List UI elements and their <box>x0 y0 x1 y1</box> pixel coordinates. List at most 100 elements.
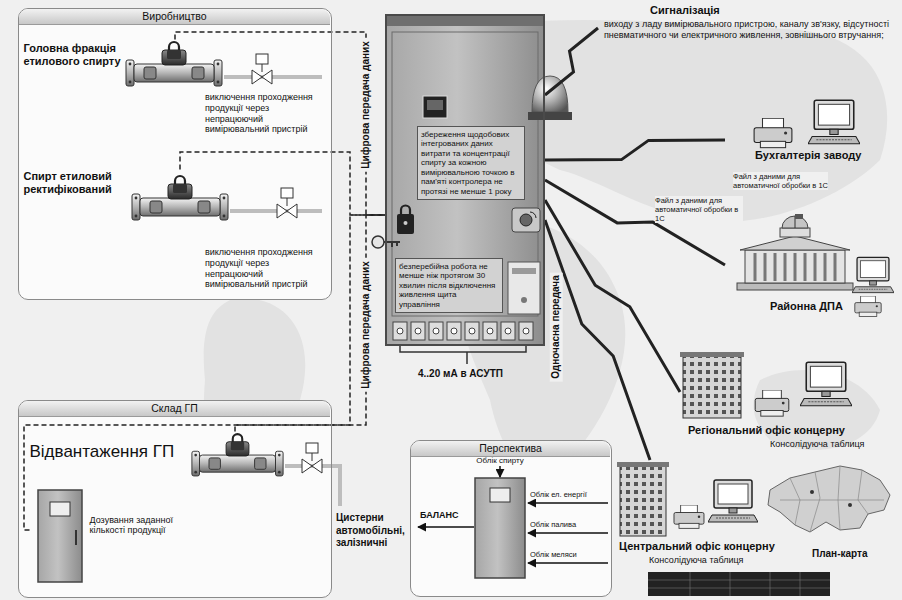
panel-heading: Склад ГП <box>19 401 330 417</box>
control-cabinet <box>393 322 533 340</box>
control-cabinet <box>501 322 515 340</box>
control-cabinet <box>397 328 529 334</box>
note-text-slot: виключення проходження продукції через н… <box>205 247 317 290</box>
flowmeter-unit: Спирт етиловий ректифікований <box>24 170 234 228</box>
country-map <box>810 490 814 494</box>
control-cabinet <box>385 14 545 346</box>
pipeline <box>126 42 322 86</box>
panel-ground <box>18 400 332 598</box>
panel-heading-slot: Виробництво <box>19 9 330 25</box>
cabinet-note: збереження щодобових інтегрованих даних … <box>417 126 525 200</box>
panel-ground <box>410 440 612 597</box>
site-name-slot: Консолідуюча таблиця <box>649 555 789 566</box>
control-cabinet <box>427 100 443 110</box>
dosing-cabinet <box>50 502 70 516</box>
radio-link <box>545 140 725 160</box>
dosing-cabinet <box>38 490 82 582</box>
pipeline <box>302 443 322 473</box>
site-name: Консолідуюча таблиця <box>770 439 890 450</box>
control-cabinet <box>392 32 538 316</box>
input-label-slot: Облік спирту <box>462 456 538 466</box>
office-building <box>708 480 758 522</box>
government-building <box>852 257 894 292</box>
alarm-text: Сигналізація <box>650 4 850 18</box>
data-link <box>24 215 385 530</box>
dosing-cabinet <box>38 490 82 582</box>
pipeline <box>277 188 297 218</box>
country-map <box>848 503 852 507</box>
country-map <box>780 466 884 532</box>
government-building <box>745 250 845 283</box>
balance-cabinet <box>499 466 501 477</box>
input-label-slot: Облік палива <box>530 520 610 529</box>
office-building <box>617 462 669 467</box>
meter-name: Спирт етиловий ректифікований <box>24 170 128 198</box>
site-name: Центральний офіс концерну <box>619 540 799 554</box>
control-cabinet <box>433 328 439 334</box>
balance-cabinet <box>418 466 608 578</box>
alarm-block: Сигналізаціявиходу з ладу вимірювального… <box>598 4 894 54</box>
workstation <box>754 100 860 147</box>
cabinet-note: безперебійна робота не менше ніж протяго… <box>395 258 503 313</box>
output-label-slot: БАЛАНС <box>420 510 475 521</box>
control-cabinet <box>520 214 532 226</box>
input-label: Облік спирту <box>462 456 538 466</box>
map-label: План-карта <box>812 548 892 561</box>
office-building <box>800 362 852 406</box>
control-cabinet: збереження щодобових інтегрованих даних … <box>385 14 545 346</box>
alarm-text: виходу з ладу вимірювального пристрою, к… <box>604 19 890 41</box>
note-text: виключення проходження продукції через н… <box>205 247 317 290</box>
government-building <box>795 214 803 219</box>
control-cabinet <box>512 268 536 274</box>
alarm-text-slot: виходу з ладу вимірювального пристрою, к… <box>604 19 890 41</box>
connectors <box>24 28 725 530</box>
office-building <box>674 505 704 528</box>
site-name: Бухгалтерія заводу <box>755 149 885 163</box>
balance-cabinet <box>528 502 608 504</box>
meter-name: Головна фракція етилового спирту <box>24 42 128 70</box>
government-building <box>755 253 835 281</box>
area-panel: Склад ГПВідвантаження ГПДозування заданн… <box>18 400 332 598</box>
output-label: БАЛАНС <box>420 510 475 521</box>
site-name-slot: Бухгалтерія заводу <box>755 149 885 163</box>
pipeline <box>132 176 228 220</box>
panel-ground <box>18 8 332 300</box>
pipeline <box>126 42 222 86</box>
radio-link <box>545 28 598 95</box>
control-cabinet <box>447 322 461 340</box>
table-strip <box>648 572 830 596</box>
pipeline <box>192 434 340 506</box>
link-label: Файл з даними для автоматичної обробки в… <box>733 172 828 190</box>
transfer-label: Одночасна передача <box>550 272 563 381</box>
pipeline <box>230 209 322 213</box>
control-cabinet <box>429 322 443 340</box>
data-link <box>180 152 385 215</box>
office-building <box>683 356 741 418</box>
input-label: Облік палива <box>530 520 610 529</box>
balance-cabinet <box>490 488 510 502</box>
table-strip <box>648 572 830 596</box>
pipeline <box>224 75 322 79</box>
control-cabinet <box>397 214 414 234</box>
control-cabinet <box>423 96 447 118</box>
government-building <box>855 296 881 317</box>
pipeline <box>192 434 283 476</box>
control-cabinet <box>469 328 475 334</box>
link-label-slot: Файл з даними для автоматичної обробки в… <box>733 172 828 190</box>
link-label-slot: Файл з даними для автоматичної обробки в… <box>655 196 743 223</box>
flowmeter-unit: Головна фракція етилового спирту <box>24 40 224 90</box>
panel-heading: Перспектива <box>411 441 610 457</box>
government-building <box>740 236 850 250</box>
balance-cabinet <box>418 526 474 528</box>
office-building <box>755 390 789 416</box>
office-building <box>617 462 758 536</box>
control-cabinet <box>415 328 421 334</box>
table-strip <box>648 572 830 596</box>
panel-heading-slot: Перспектива <box>411 441 610 457</box>
control-cabinet <box>523 328 529 334</box>
data-link <box>175 32 385 215</box>
input-label: Облік ел. енергії <box>530 490 610 499</box>
signal-label: 4..20 мА в АСУТП <box>418 368 538 381</box>
